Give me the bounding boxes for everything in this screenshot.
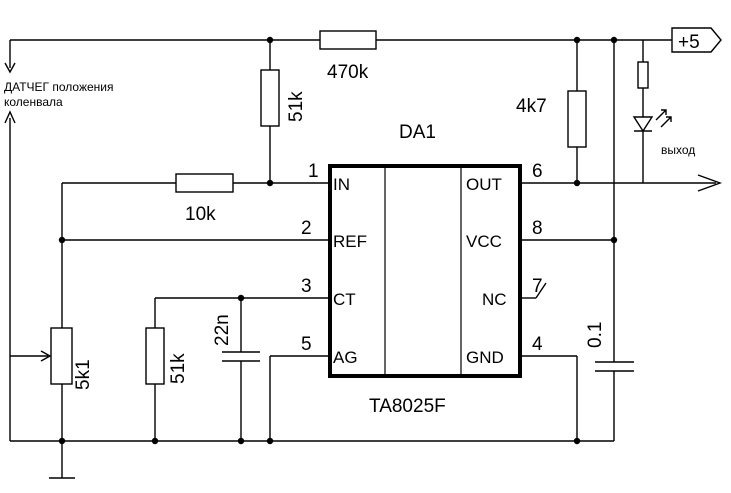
pin-6-number: 6	[532, 161, 543, 182]
pin-5-number: 5	[301, 334, 312, 355]
ic-ref: DA1	[399, 122, 436, 143]
potentiometer-label: 5k1	[73, 359, 94, 390]
led-icon	[632, 109, 672, 133]
resistor-51k-pullup-label: 51k	[286, 91, 307, 122]
pin-8-number: 8	[532, 218, 543, 239]
sensor-line: ДАТЧЕГ положения коленвала	[4, 80, 113, 441]
pin-2-number: 2	[301, 218, 312, 239]
pin-vcc-name: VCC	[466, 232, 502, 251]
pin-in-name: IN	[333, 175, 350, 194]
gnd-line	[520, 355, 578, 441]
pin-gnd-name: GND	[466, 348, 504, 367]
power-label: +5	[678, 32, 700, 53]
power-flag: +5	[671, 27, 722, 53]
resistor-470k-label: 470k	[327, 62, 369, 83]
nc-stub	[520, 282, 547, 299]
output-label: выход	[661, 143, 695, 157]
resistor-51k-pullup: 51k	[260, 40, 307, 183]
sensor-label-2: коленвала	[4, 95, 63, 109]
ag-line	[269, 355, 330, 441]
pin-4-number: 4	[532, 334, 543, 355]
capacitor-0-1-label: 0.1	[585, 322, 606, 348]
resistor-51k-ct-label: 51k	[168, 353, 189, 384]
pin-7-number: 7	[532, 276, 543, 297]
ground-icon	[49, 441, 75, 479]
pin-1-number: 1	[308, 161, 319, 182]
arrow-icon	[697, 174, 723, 192]
sensor-label-1: ДАТЧЕГ положения	[4, 80, 113, 94]
resistor-4k7-label: 4k7	[516, 96, 547, 117]
pin-nc-name: NC	[482, 290, 507, 309]
pin-ag-name: AG	[333, 348, 358, 367]
pin-ct-name: CT	[333, 290, 356, 309]
capacitor-22n-label: 22n	[212, 314, 233, 346]
resistor-10k-label: 10k	[185, 204, 216, 225]
ref-line	[58, 183, 330, 328]
out-line: 4k7	[516, 40, 723, 192]
ic-da1: DA1 TA8025F IN REF CT AG OUT VCC NC GND …	[301, 122, 543, 417]
resistor-470k: 470k	[319, 30, 377, 83]
vcc-line: 0.1	[520, 40, 634, 441]
top-rail	[4, 36, 672, 74]
ct-network: 51k 22n	[145, 294, 330, 441]
pin-ref-name: REF	[333, 232, 367, 251]
pin-out-name: OUT	[466, 175, 502, 194]
ic-part: TA8025F	[369, 396, 446, 417]
led-branch: выход	[632, 40, 695, 183]
potentiometer-5k1: 5k1	[10, 327, 94, 441]
in-line: 10k	[62, 173, 330, 225]
pin-3-number: 3	[301, 276, 312, 297]
ground-rail	[10, 437, 614, 479]
